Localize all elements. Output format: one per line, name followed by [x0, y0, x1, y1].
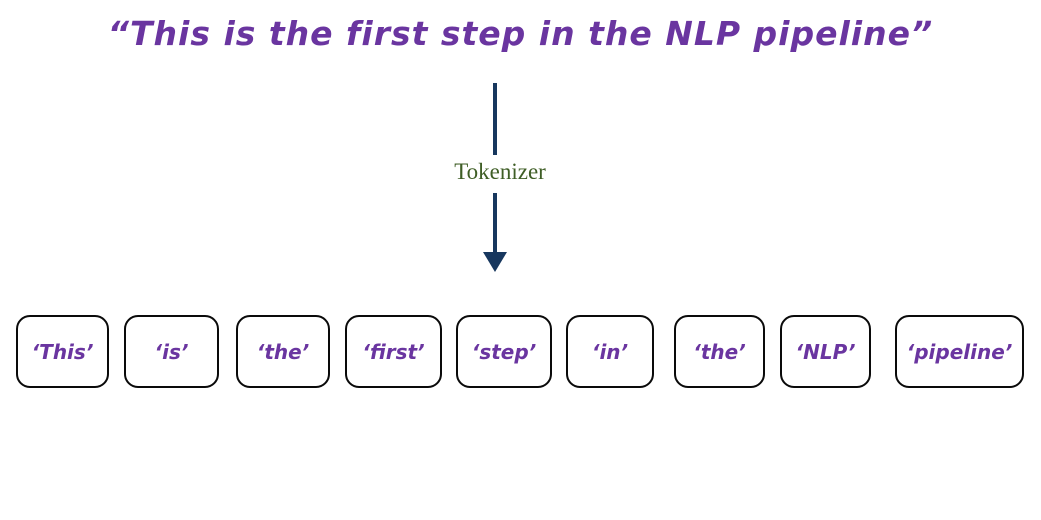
- token-box-is: ‘is’: [124, 315, 219, 388]
- down-arrow-head-icon: [483, 252, 507, 272]
- token-box-step: ‘step’: [456, 315, 552, 388]
- token-box-pipeline: ‘pipeline’: [895, 315, 1024, 388]
- token-box-the2: ‘the’: [674, 315, 765, 388]
- sentence-title: “This is the first step in the NLP pipel…: [107, 14, 934, 53]
- token-box-nlp: ‘NLP’: [780, 315, 871, 388]
- token-box-the: ‘the’: [236, 315, 330, 388]
- token-box-in: ‘in’: [566, 315, 654, 388]
- down-arrow-line-bottom: [493, 193, 497, 253]
- down-arrow-line-top: [493, 83, 497, 155]
- tokenizer-label: Tokenizer: [380, 159, 620, 185]
- token-box-first: ‘first’: [345, 315, 442, 388]
- token-box-this: ‘This’: [16, 315, 109, 388]
